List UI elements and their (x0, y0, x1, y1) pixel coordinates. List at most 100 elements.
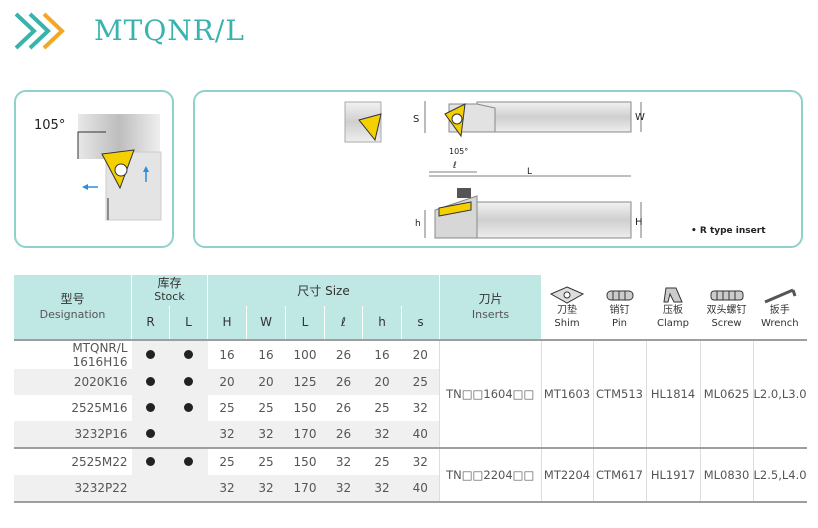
h-small-cell: 32 (362, 475, 402, 503)
w-cell: 20 (258, 375, 274, 389)
l-small-cell: 26 (335, 427, 352, 441)
screw-cell: ML0830 (699, 447, 753, 503)
clamp-icon (663, 287, 683, 303)
clamp-header: 压板 Clamp (646, 275, 700, 340)
s-dim-label: S (413, 114, 419, 125)
page-title: MTQNR/L (94, 14, 245, 47)
l-dim-label: L (527, 167, 532, 177)
shim-cell: MT2204 (540, 447, 593, 503)
angle-105-label: 105° (449, 147, 468, 156)
w-cell: 16 (246, 339, 286, 369)
stock-dot (146, 457, 155, 466)
stock-l-cell (170, 421, 208, 448)
stock-cn: 库存 (157, 276, 182, 291)
designation-cell: 2020K16 (73, 375, 128, 389)
screw-icon (710, 290, 743, 301)
l-cell: 170 (293, 427, 317, 441)
col-w: W (246, 305, 286, 340)
table-row: 2525M16 25 25 150 26 25 32 (14, 395, 807, 421)
w-dim-label: W (635, 112, 645, 123)
h-small-cell: 16 (362, 339, 402, 369)
table-row: MTQNR/L 1616H16 16 16 100 26 16 20 TN□□1… (14, 339, 807, 448)
shim-cn: 刀垫 (557, 305, 577, 316)
col-l: L (285, 305, 325, 340)
inserts-en: Inserts (471, 308, 510, 321)
clamp-cn: 压板 (663, 305, 683, 316)
designation-cell: MTQNR/L 1616H16 (14, 339, 132, 369)
shim-icon (550, 286, 584, 304)
h-small-cell: 20 (374, 375, 390, 389)
h-dim-label: h (415, 219, 421, 229)
shim-header: 刀垫 Shim (541, 275, 593, 340)
stock-r-cell (132, 421, 170, 448)
l-small-cell: 26 (335, 375, 352, 389)
inserts-cn: 刀片 (478, 292, 503, 306)
screw-cell: ML0625 (699, 339, 753, 448)
col-r: R (131, 305, 170, 340)
stock-l-cell (170, 369, 208, 395)
h-small-cell: 25 (362, 447, 402, 475)
l-cell: 150 (293, 401, 317, 415)
pin-cn: 销钉 (609, 305, 630, 316)
l-small-dim-label: ℓ (452, 161, 457, 171)
spec-table: 型号 Designation 库存 Stock 尺寸 Size 刀片 Inser… (14, 275, 807, 503)
stock-header: 库存 Stock (131, 275, 208, 306)
r-type-insert-note: • R type insert (691, 226, 766, 236)
pin-icon (606, 290, 633, 301)
l-cell: 100 (285, 339, 325, 369)
stock-l-cell (169, 475, 208, 503)
l-cell: 125 (293, 375, 317, 389)
clamp-cell: HL1917 (645, 447, 700, 503)
wrench-header: 扳手 Wrench (753, 275, 807, 340)
wrench-en: Wrench (760, 318, 799, 329)
stock-dot (146, 403, 155, 412)
table-row: 2525M22 25 25 150 32 25 32 TN□□2204□□ MT… (14, 447, 807, 503)
wrench-cn: 扳手 (769, 305, 790, 316)
approach-angle-label: 105° (34, 118, 66, 133)
col-s: s (401, 305, 440, 340)
screw-en: Screw (711, 318, 742, 329)
screw-header: 双头螺钉 Screw (700, 275, 753, 340)
stock-dot (184, 457, 193, 466)
stock-dot (146, 350, 155, 359)
col-h: H (207, 305, 247, 340)
stock-r-cell (131, 447, 170, 475)
shim-en: Shim (554, 318, 580, 329)
stock-dot (146, 377, 155, 386)
h-small-cell: 25 (374, 401, 390, 415)
h-small-cell: 32 (374, 427, 390, 441)
approach-angle-panel: 105° (14, 90, 174, 248)
s-cell: 32 (401, 447, 440, 475)
approach-angle-drawing (77, 114, 162, 221)
designation-cell: 2525M16 (71, 401, 128, 415)
designation-header: 型号 Designation (14, 275, 132, 340)
l-cell: 170 (285, 475, 325, 503)
clamp-en: Clamp (657, 318, 689, 329)
s-cell: 32 (412, 401, 428, 415)
col-l-small: ℓ (324, 305, 363, 340)
wrench-icon (764, 288, 797, 304)
designation-en: Designation (39, 308, 106, 321)
wrench-cell: L2.0,L3.0 (752, 339, 807, 448)
double-chevron-logo-icon (14, 12, 65, 50)
dimension-drawing-panel: S W 105° ℓ L h H • R type insert (193, 90, 803, 248)
insert-cell: TN□□2204□□ (439, 447, 541, 503)
w-cell: 25 (246, 447, 286, 475)
l-small-cell: 26 (335, 401, 352, 415)
w-cell: 25 (258, 401, 274, 415)
h-cell: 32 (219, 427, 235, 441)
dimension-drawing: S W 105° ℓ L h H (344, 101, 645, 239)
stock-dot (146, 429, 155, 438)
s-cell: 25 (412, 375, 428, 389)
l-cell: 150 (285, 447, 325, 475)
l-small-cell: 32 (324, 447, 363, 475)
screw-cn: 双头螺钉 (706, 305, 747, 316)
h-cell: 32 (207, 475, 247, 503)
stock-r-cell (131, 475, 170, 503)
h-cell: 25 (207, 447, 247, 475)
wrench-cell: L2.5,L4.0 (752, 447, 807, 503)
h-cell: 25 (219, 401, 235, 415)
stock-dot (184, 403, 193, 412)
stock-dot (184, 377, 193, 386)
clamp-cell: HL1814 (645, 339, 700, 448)
